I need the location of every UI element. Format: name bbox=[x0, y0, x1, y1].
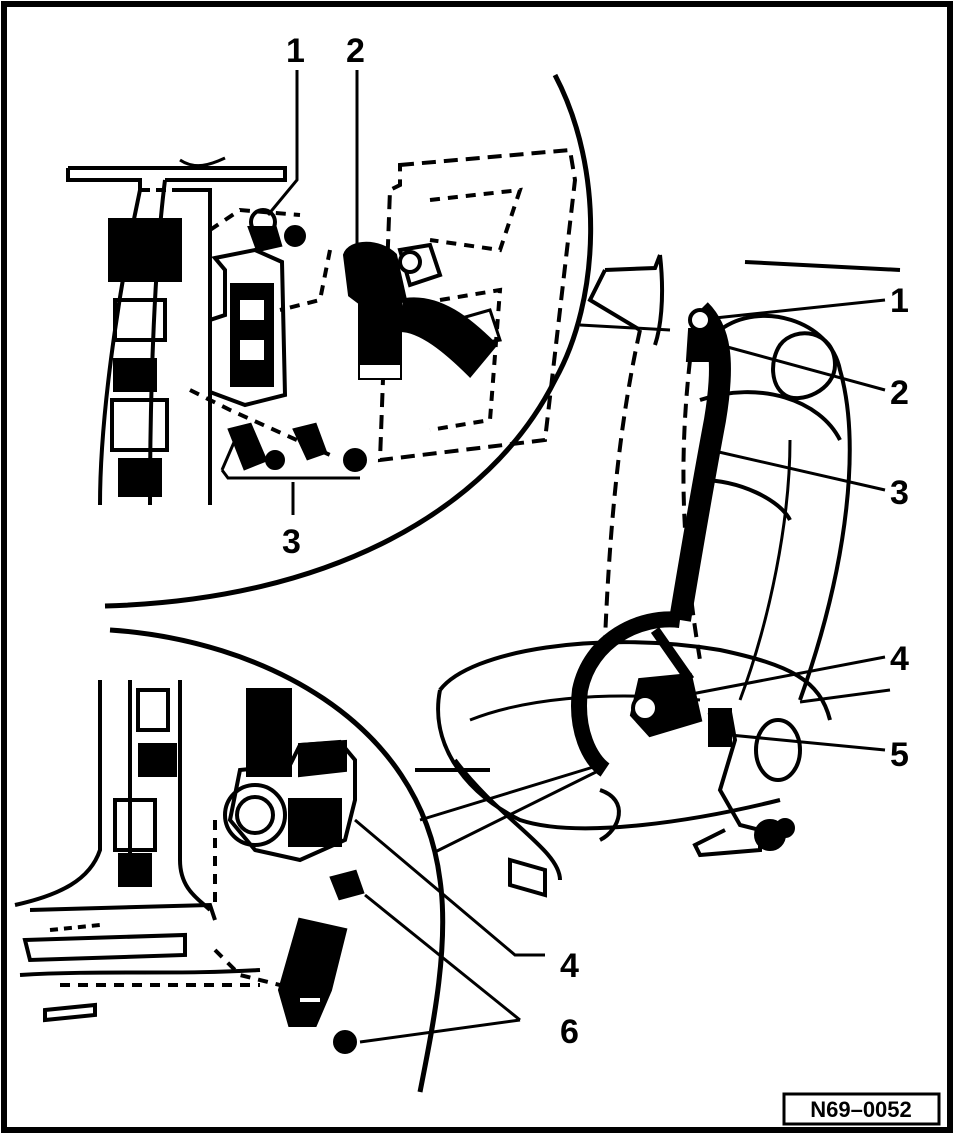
callout-labels: 1 2 3 1 2 3 4 5 4 6 bbox=[282, 32, 909, 1051]
callout-5-right: 5 bbox=[890, 736, 909, 774]
upper-detail-view bbox=[66, 70, 594, 609]
seat-overview bbox=[415, 254, 901, 898]
callout-3-right: 3 bbox=[890, 474, 909, 512]
lower-detail-view bbox=[14, 627, 545, 1093]
reference-code: N69–0052 bbox=[810, 1097, 912, 1122]
callout-2-upper: 2 bbox=[346, 32, 365, 70]
callout-1-right: 1 bbox=[890, 282, 909, 320]
callout-4-right: 4 bbox=[890, 640, 909, 678]
callout-4-lower: 4 bbox=[560, 947, 579, 985]
callout-3-upper: 3 bbox=[282, 523, 301, 561]
reference-code-box: N69–0052 bbox=[782, 1092, 941, 1126]
callout-2-right: 2 bbox=[890, 374, 909, 412]
callout-6-lower: 6 bbox=[560, 1013, 579, 1051]
callout-1-upper: 1 bbox=[286, 32, 305, 70]
